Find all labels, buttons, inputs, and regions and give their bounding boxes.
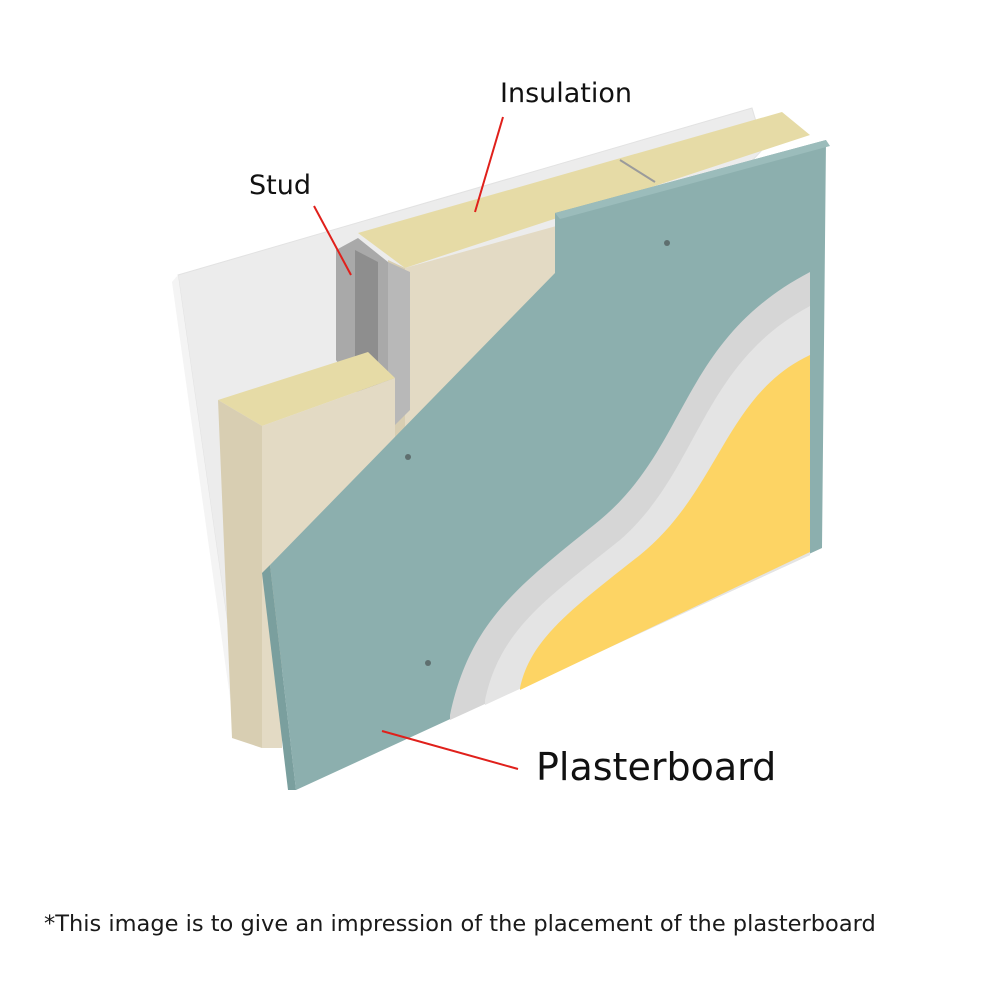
plasterboard-edge xyxy=(262,565,296,790)
screw-dot xyxy=(425,660,431,666)
stud-leader-line xyxy=(313,205,352,276)
screw-dot xyxy=(405,454,411,460)
plasterboard-leader-line xyxy=(381,730,519,770)
stud-label: Stud xyxy=(249,170,311,201)
footnote: *This image is to give an impression of … xyxy=(44,911,876,937)
insulation-face-upper xyxy=(405,225,560,430)
plaster-skim-inner xyxy=(485,306,810,705)
screw-dot xyxy=(664,240,670,246)
insulation-block-top xyxy=(218,352,395,426)
insulation-seam xyxy=(619,159,656,183)
insulation-block-side xyxy=(218,400,262,748)
back-panel-edge xyxy=(172,275,240,712)
insulation-leader-line xyxy=(474,116,504,213)
plasterboard-top-edge xyxy=(555,140,830,219)
plasterboard-label: Plasterboard xyxy=(536,745,777,789)
plasterboard-board xyxy=(270,140,826,790)
insulation-top-strip xyxy=(358,112,810,268)
insulation-block-face xyxy=(262,378,395,748)
yellow-finish-layer xyxy=(520,355,810,690)
insulation-label: Insulation xyxy=(500,78,633,109)
